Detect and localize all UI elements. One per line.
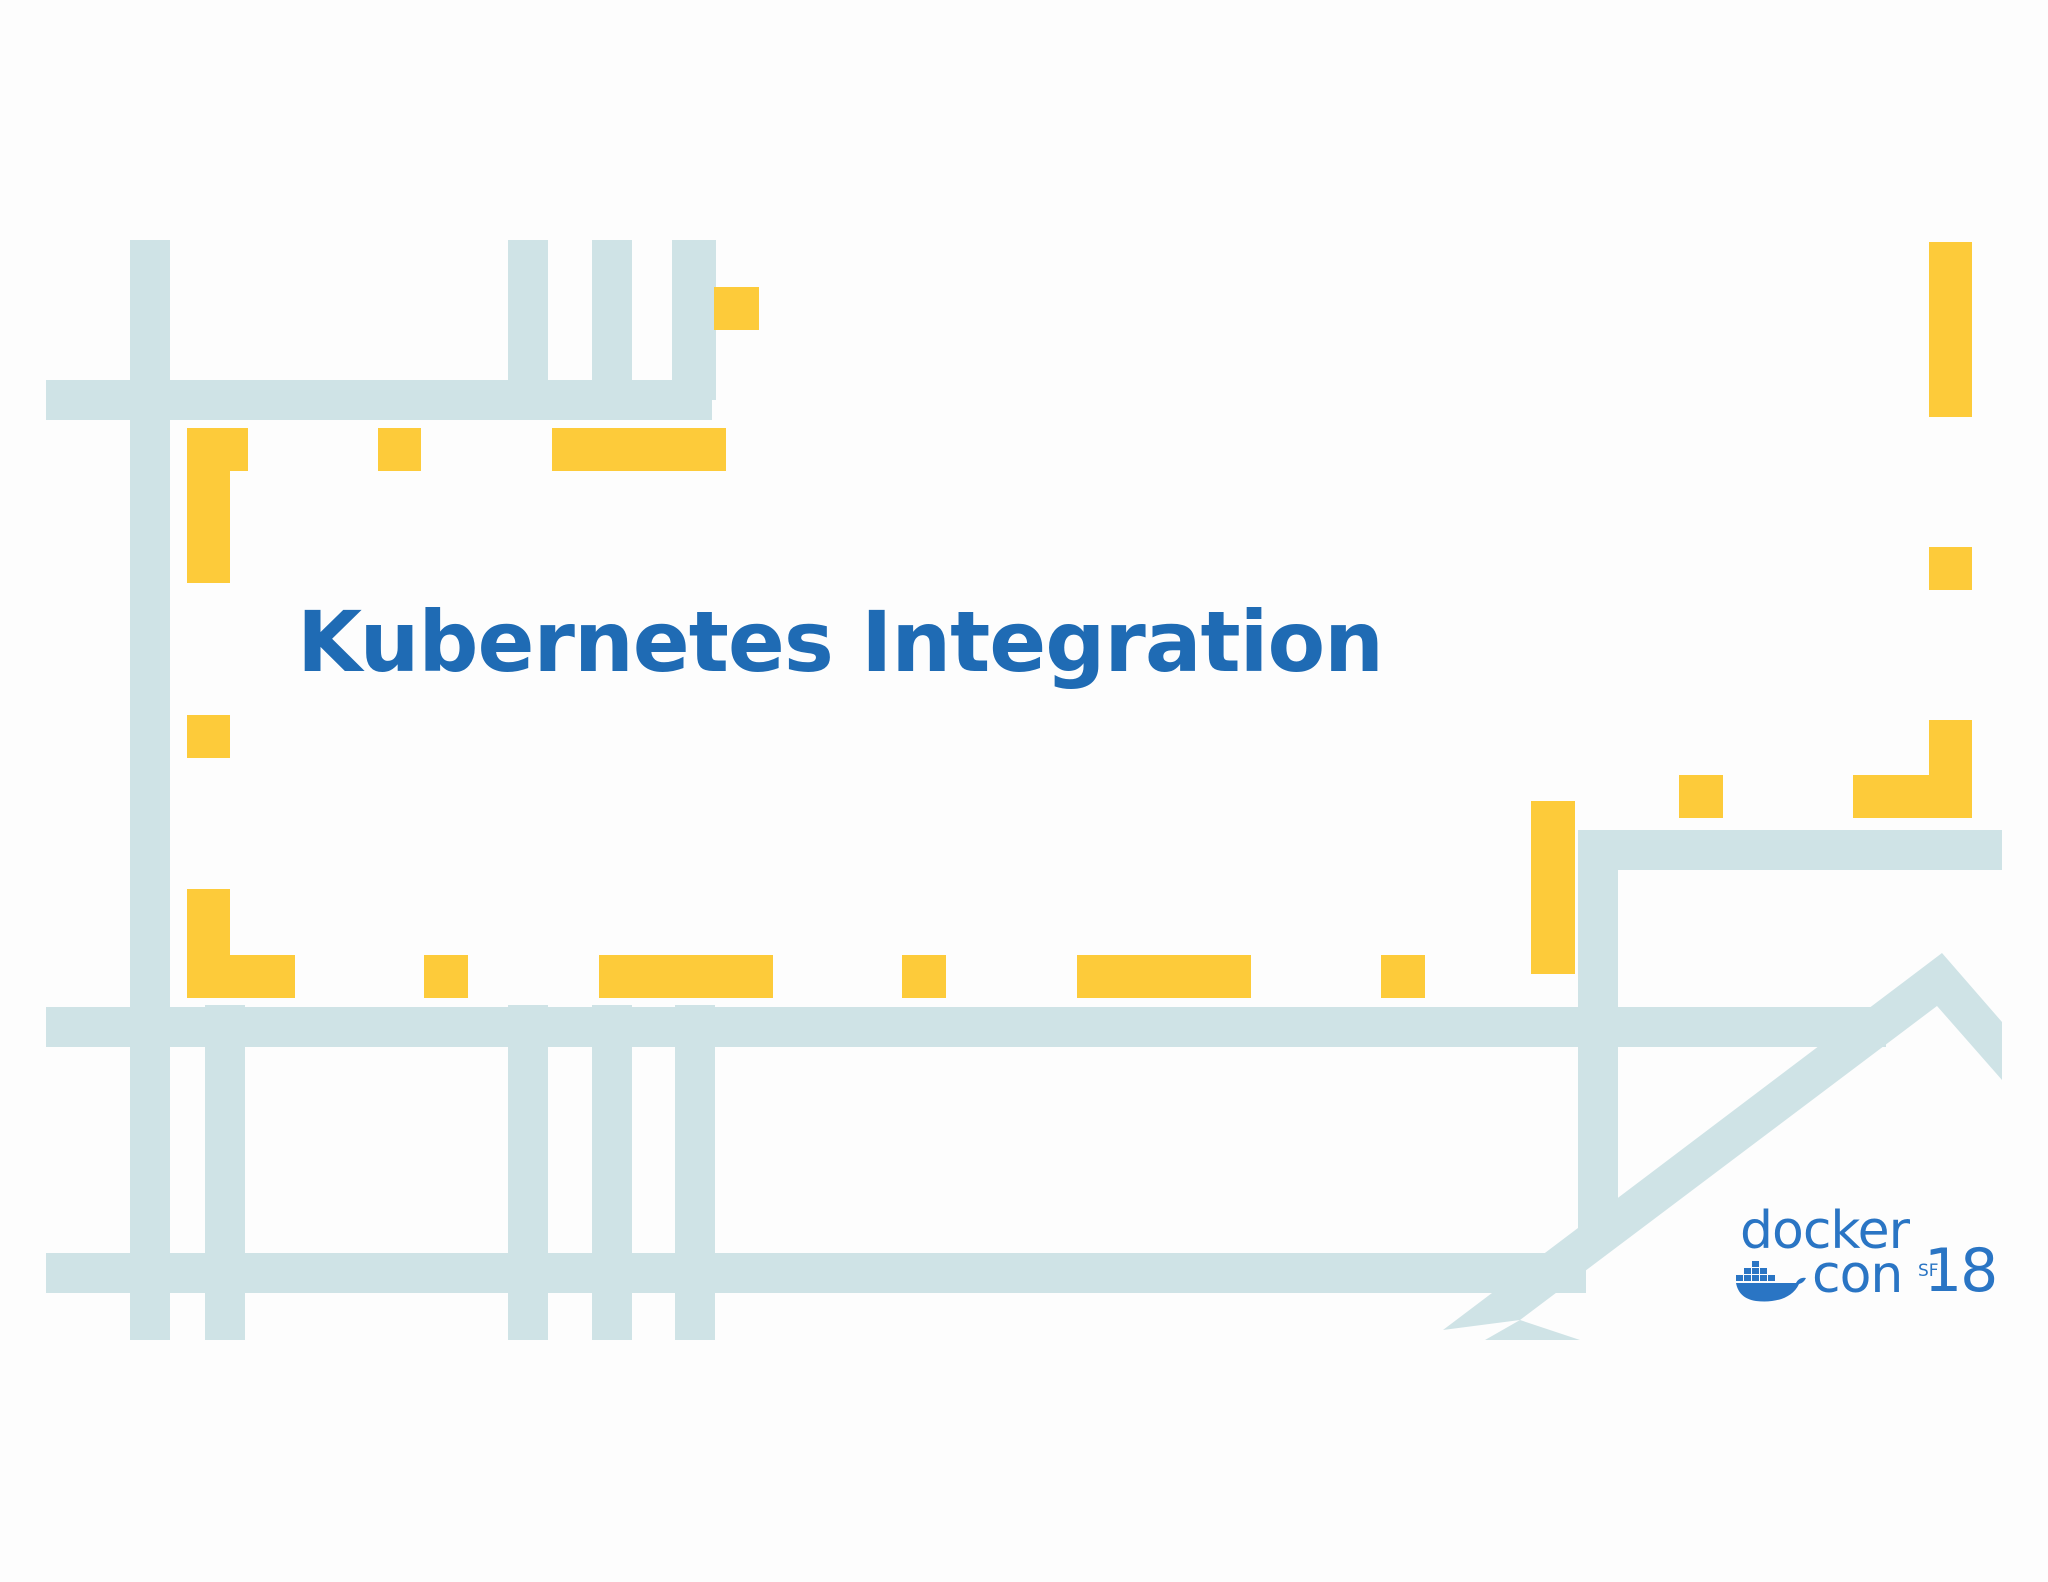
logo-docker-text: docker (1740, 1201, 1910, 1261)
slide-title: Kubernetes Integration (297, 593, 1384, 691)
track-horizontal (46, 1007, 1886, 1047)
track-horizontal (46, 1253, 1586, 1293)
track-horizontal (46, 380, 712, 420)
dash (1929, 547, 1972, 590)
track-vertical (130, 240, 170, 1340)
dash (1381, 955, 1425, 998)
logo-con-text: con (1812, 1245, 1903, 1305)
dash (424, 955, 468, 998)
dash (187, 955, 295, 998)
dash (187, 715, 230, 758)
track-vertical (672, 240, 716, 400)
dash (378, 428, 421, 471)
logo-year-text: 18 (1924, 1236, 1998, 1306)
dash (902, 955, 946, 998)
dash (1531, 801, 1575, 974)
docker-whale-icon (1736, 1261, 1806, 1302)
dash (1679, 775, 1723, 818)
logo-city-text: SF (1918, 1261, 1939, 1281)
dash (552, 428, 726, 471)
dash (714, 287, 759, 330)
dash (1853, 775, 1972, 818)
light-blue-tracks (46, 240, 2002, 1340)
dash (599, 955, 773, 998)
track-diagonal-tail (1485, 1320, 1580, 1340)
dockercon-logo: docker con SF 18 (1736, 1201, 1998, 1313)
track-horizontal (1578, 830, 2002, 870)
dash (1929, 242, 1972, 417)
yellow-dashes (187, 242, 1972, 998)
dash (1077, 955, 1251, 998)
dash (187, 428, 230, 583)
track-diagonal (1443, 953, 2002, 1330)
